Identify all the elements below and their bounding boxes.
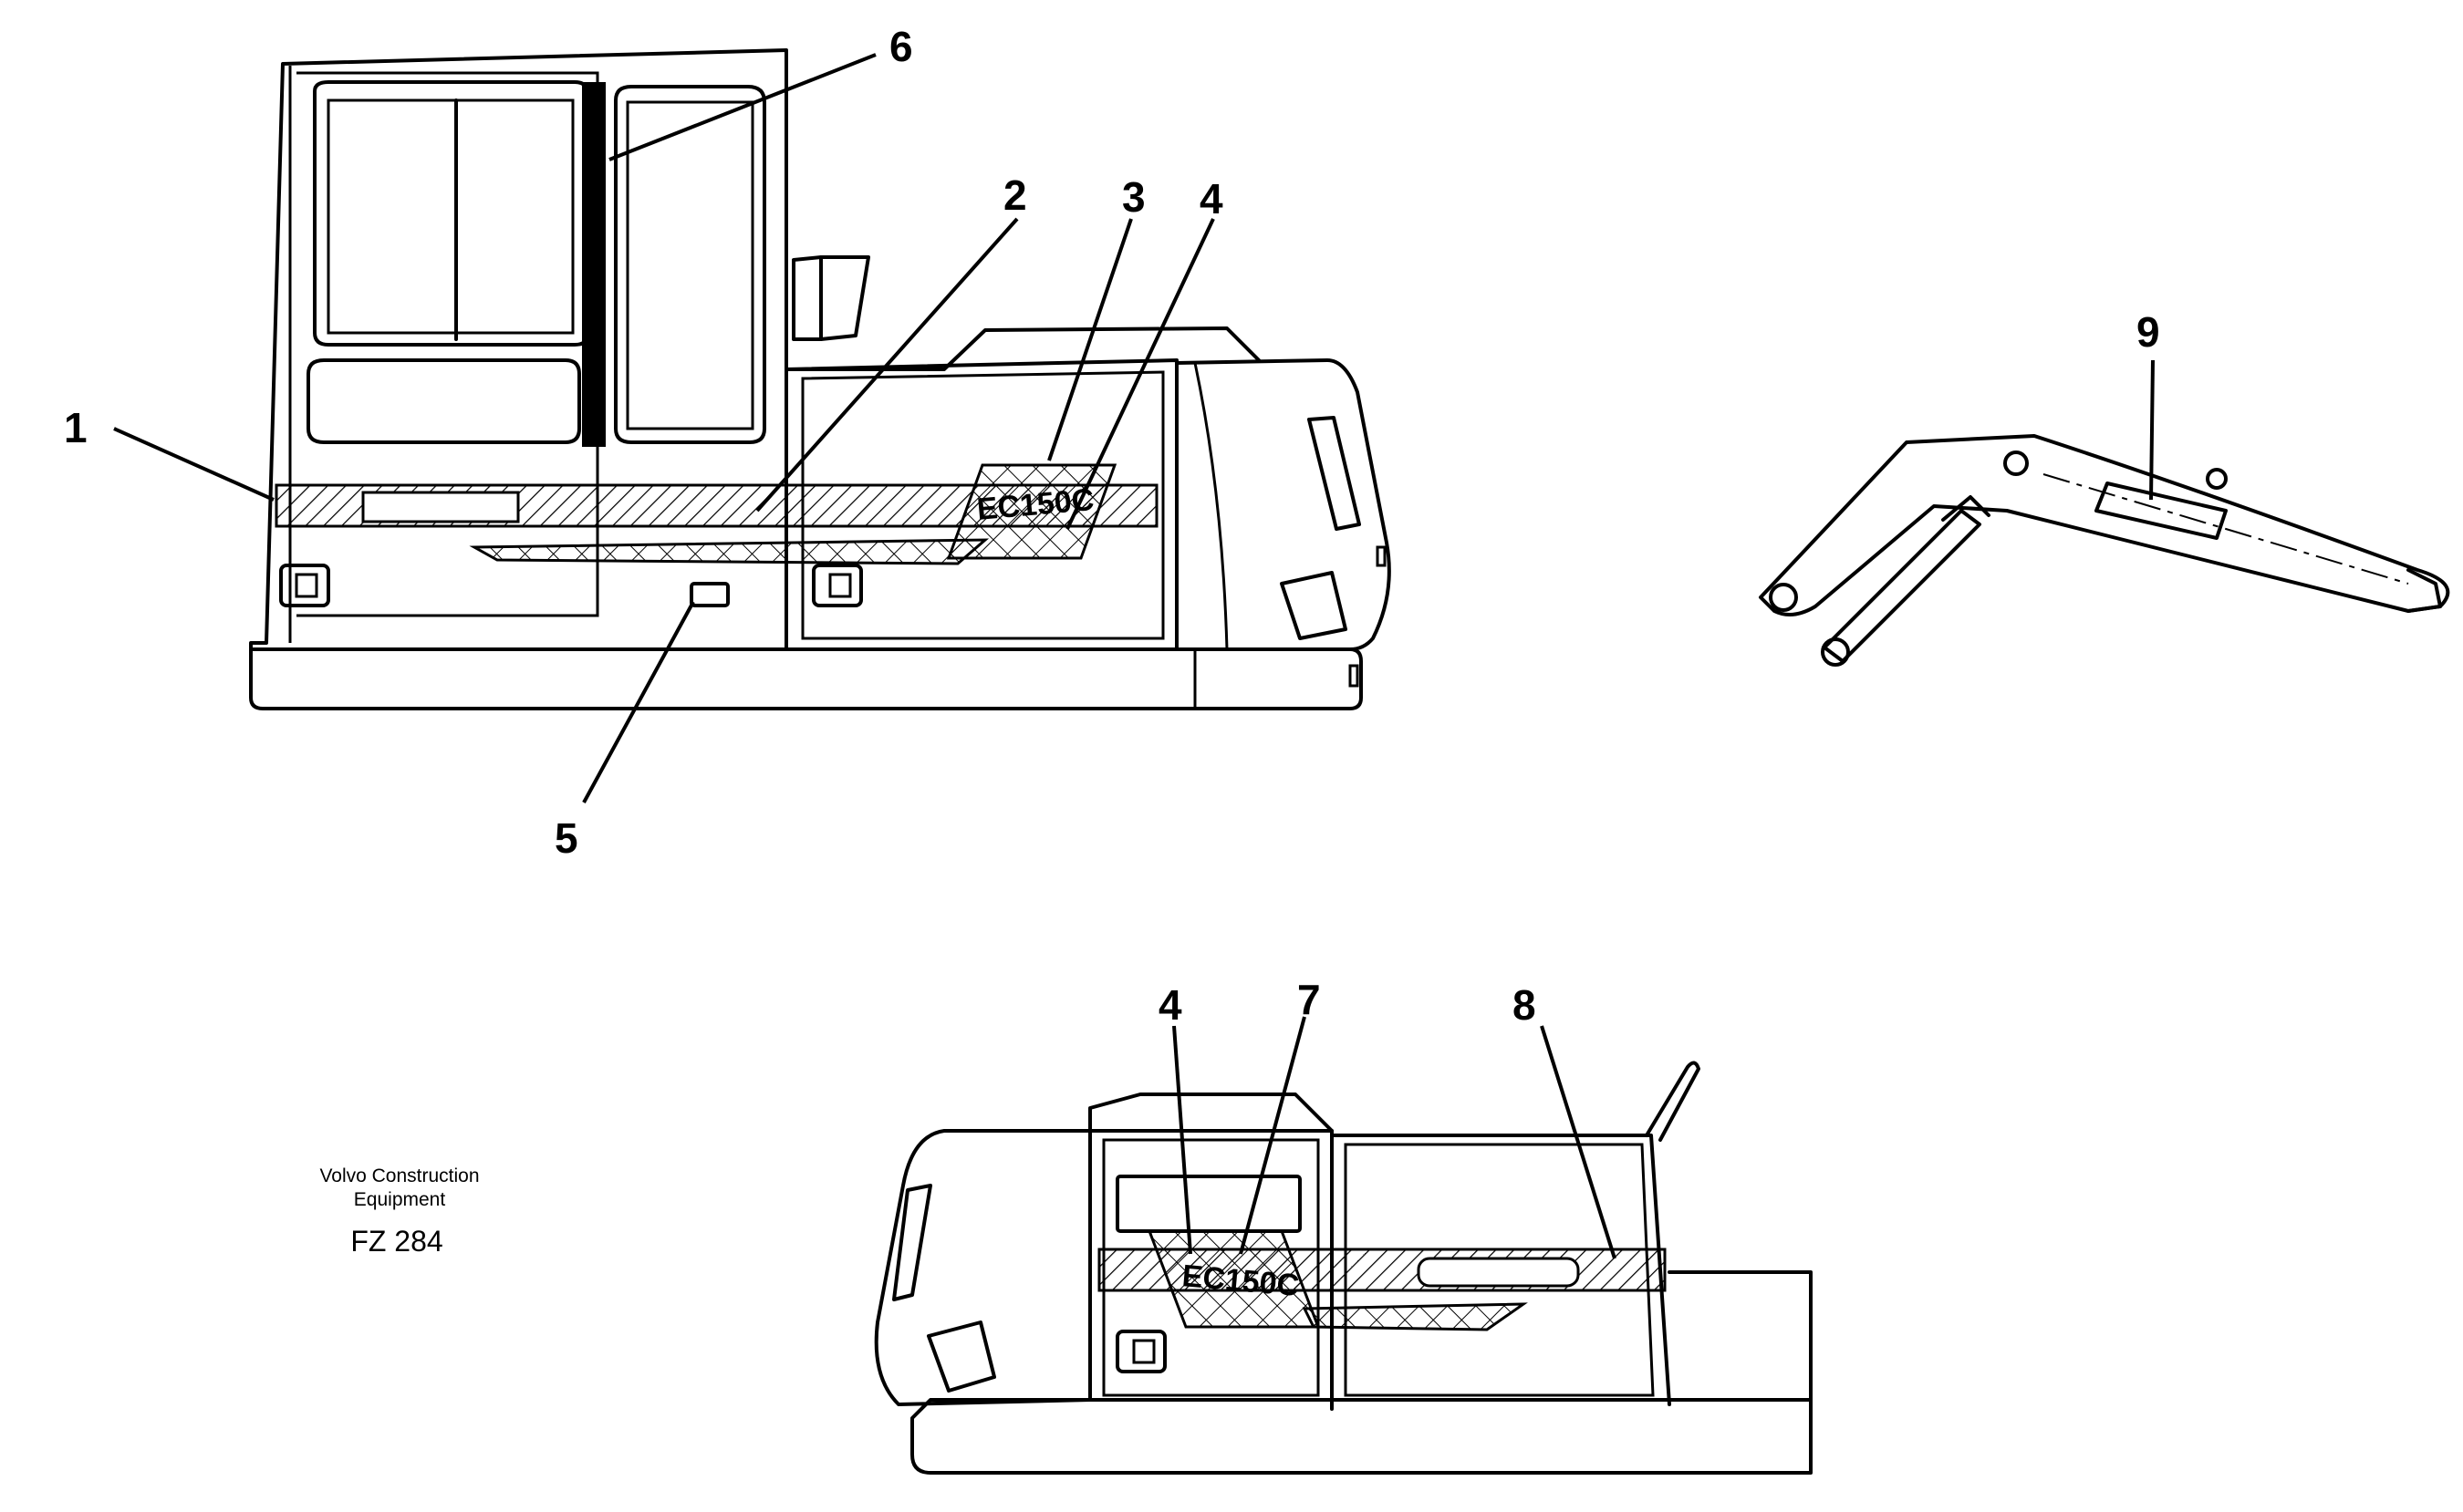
callout-6: 6 <box>889 23 913 70</box>
callout-4-lower: 4 <box>1159 981 1182 1029</box>
caption-line-2: Equipment <box>354 1189 446 1210</box>
callout-2: 2 <box>1003 171 1027 219</box>
door-handle-lower <box>1116 1330 1167 1373</box>
callout-3: 3 <box>1122 173 1146 221</box>
lower-machine-view: EC150C <box>874 1016 1813 1475</box>
figure-id: FZ 284 <box>350 1225 442 1258</box>
door-handle-right <box>812 564 863 607</box>
callout-5: 5 <box>555 814 578 862</box>
callout-4-upper: 4 <box>1200 175 1223 223</box>
upper-machine-view: EC150C <box>113 48 1391 803</box>
small-decal-5 <box>690 582 730 607</box>
callout-7: 7 <box>1297 976 1321 1023</box>
callout-1: 1 <box>64 404 88 451</box>
door-handle-left <box>279 564 330 607</box>
callout-8: 8 <box>1512 981 1536 1029</box>
callout-9: 9 <box>2136 308 2160 356</box>
boom-view <box>1759 359 2450 667</box>
callout-labels: 1 2 3 4 5 6 4 7 8 9 <box>64 23 2160 1029</box>
caption-block: Volvo Construction Equipment FZ 284 <box>319 1165 479 1258</box>
caption-line-1: Volvo Construction <box>319 1165 479 1186</box>
